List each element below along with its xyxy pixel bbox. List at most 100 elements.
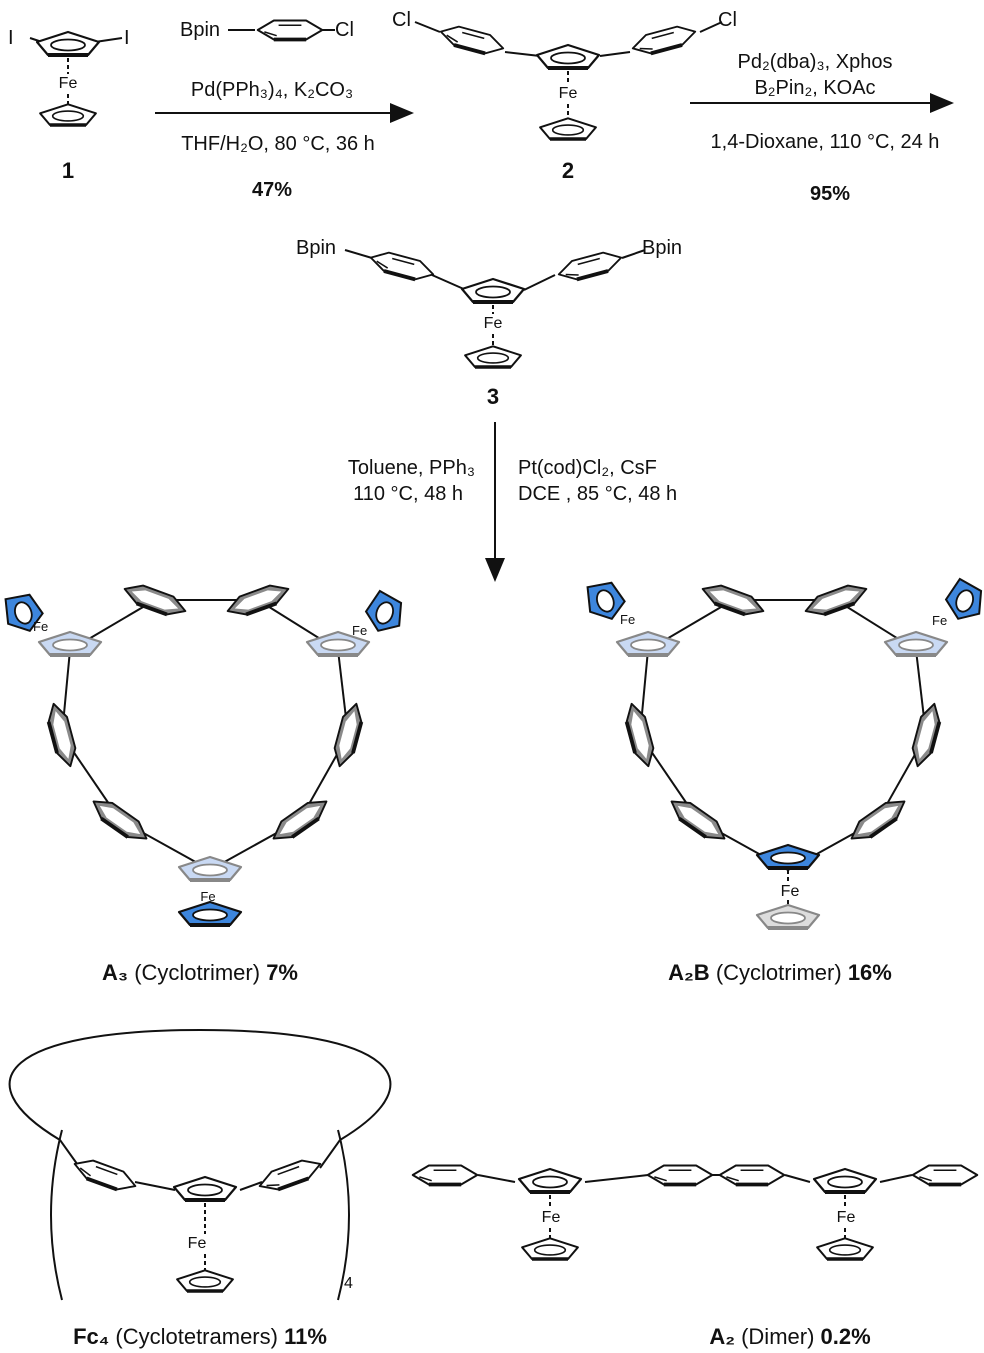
aromatic-ring-circle xyxy=(50,38,86,52)
ring-front-edge xyxy=(713,601,746,617)
double-bond xyxy=(726,1176,739,1182)
step3-conditions-right-1: Pt(cod)Cl₂, CsF xyxy=(518,457,657,479)
benzene-ring xyxy=(439,25,505,56)
benzene-ring xyxy=(701,584,765,617)
benzene-ring xyxy=(411,1164,479,1187)
bond xyxy=(599,51,631,57)
aromatic-ring-circle xyxy=(630,638,666,652)
cyclopentadienyl-ring xyxy=(464,345,522,369)
ring-front-edge xyxy=(85,1176,118,1192)
aromatic-ring-circle xyxy=(51,110,85,122)
double-bond xyxy=(376,260,389,269)
benzene-ring xyxy=(850,800,906,840)
aromatic-ring-circle xyxy=(375,601,394,625)
ring-front-edge xyxy=(291,816,320,839)
step2-yield: 95% xyxy=(809,183,851,205)
benzene-ring xyxy=(369,251,435,282)
right-bracket xyxy=(337,1129,350,1301)
iron-label-1: Fe xyxy=(58,75,78,92)
ring-inner xyxy=(812,590,860,610)
cyclopentadienyl-ring xyxy=(755,903,821,930)
aromatic-ring-circle xyxy=(476,352,510,364)
iron-label-a2b-bottom: Fe xyxy=(780,883,800,900)
step2-conditions-1: Pd₂(dba)₃, Xphos xyxy=(737,51,893,73)
bpin-label-right: Bpin xyxy=(642,237,683,259)
iron-label-a2b-left: Fe xyxy=(620,612,636,627)
cyclopentadienyl-ring xyxy=(364,589,403,632)
double-bond xyxy=(419,1176,432,1182)
left-bracket xyxy=(50,1129,63,1301)
benzene-ring xyxy=(718,1164,786,1187)
ring-outline xyxy=(439,25,505,55)
double-bond xyxy=(392,257,415,266)
cyclopentadienyl-ring xyxy=(37,630,103,657)
bond xyxy=(504,51,541,57)
iron-label-a2-left: Fe xyxy=(541,1209,561,1226)
double-bond xyxy=(654,1176,667,1182)
step1-reagent-cl: Cl xyxy=(335,19,354,41)
bpin-label-left: Bpin xyxy=(296,237,337,259)
ring-front-edge xyxy=(929,721,942,754)
cyclopentadienyl-ring xyxy=(460,277,526,304)
benzene-ring xyxy=(804,584,868,617)
ring-outline xyxy=(631,25,697,55)
bond xyxy=(239,1181,263,1191)
benzene-ring xyxy=(646,1164,714,1187)
double-bond xyxy=(79,1167,92,1177)
ring-front-edge xyxy=(678,816,707,839)
step2-conditions-2: B₂Pin₂, KOAc xyxy=(754,77,876,99)
ring-inner xyxy=(234,590,282,610)
product-a2-desc: (Dimer) xyxy=(734,1324,821,1349)
ring-outline xyxy=(646,1164,714,1186)
aromatic-ring-circle xyxy=(770,911,806,925)
aromatic-ring-circle xyxy=(827,1175,863,1189)
ring-inner xyxy=(917,711,935,759)
compound-2-label: 2 xyxy=(561,158,575,183)
cyclopentadienyl-ring xyxy=(755,843,821,870)
ring-front-edge xyxy=(46,721,59,754)
product-a2-name: A₂ xyxy=(709,1324,735,1349)
iron-label-a2b-right: Fe xyxy=(932,613,948,628)
step3-conditions-left-2: 110 °C, 48 h xyxy=(353,483,463,505)
ring-front-edge xyxy=(869,816,898,839)
bond xyxy=(319,1139,341,1169)
product-a2-yield: 0.2% xyxy=(820,1324,871,1349)
aromatic-ring-circle xyxy=(475,285,511,299)
product-a2b-name: A₂B xyxy=(668,960,710,985)
aromatic-ring-circle xyxy=(533,1244,567,1256)
bond xyxy=(621,249,646,259)
ring-front-edge xyxy=(245,601,278,617)
double-bond xyxy=(95,1165,118,1176)
step1-conditions-2: THF/H₂O, 80 °C, 36 h xyxy=(181,133,375,155)
cyclopentadienyl-ring xyxy=(586,581,626,620)
ring-outline xyxy=(557,251,623,281)
cyclopentadienyl-ring xyxy=(305,630,371,657)
benzene-ring xyxy=(46,702,77,768)
double-bond xyxy=(277,1165,300,1176)
iodo-label-left: I xyxy=(8,27,14,49)
macrocycle-ring-arc xyxy=(8,1028,392,1141)
ring-front-edge xyxy=(453,43,486,56)
product-a2-label: A₂ (Dimer) 0.2% xyxy=(709,1326,870,1348)
ring-inner xyxy=(631,711,649,759)
aromatic-ring-circle xyxy=(955,589,974,613)
cyclopentadienyl-ring xyxy=(812,1167,878,1194)
ring-outline xyxy=(411,1164,479,1186)
ring-inner xyxy=(339,711,357,759)
product-a2b-yield: 16% xyxy=(847,960,892,985)
aromatic-ring-circle xyxy=(187,1183,223,1197)
cyclopentadienyl-ring xyxy=(172,1175,238,1202)
ring-inner xyxy=(857,805,899,835)
ring-front-edge xyxy=(135,601,168,617)
ring-inner xyxy=(53,711,71,759)
double-bond xyxy=(577,257,600,266)
product-fc4-name: Fc₄ xyxy=(73,1324,110,1349)
benzene-ring xyxy=(92,800,148,840)
cyclopentadienyl-ring xyxy=(521,1237,579,1261)
cyclopentadienyl-ring xyxy=(4,593,44,632)
compound-3-label: 3 xyxy=(486,384,500,409)
bond xyxy=(414,21,441,33)
ring-outline xyxy=(911,1164,979,1186)
iron-label-2: Fe xyxy=(558,85,578,102)
step1-conditions-1: Pd(PPh₃)₄, K₂CO₃ xyxy=(190,79,354,101)
